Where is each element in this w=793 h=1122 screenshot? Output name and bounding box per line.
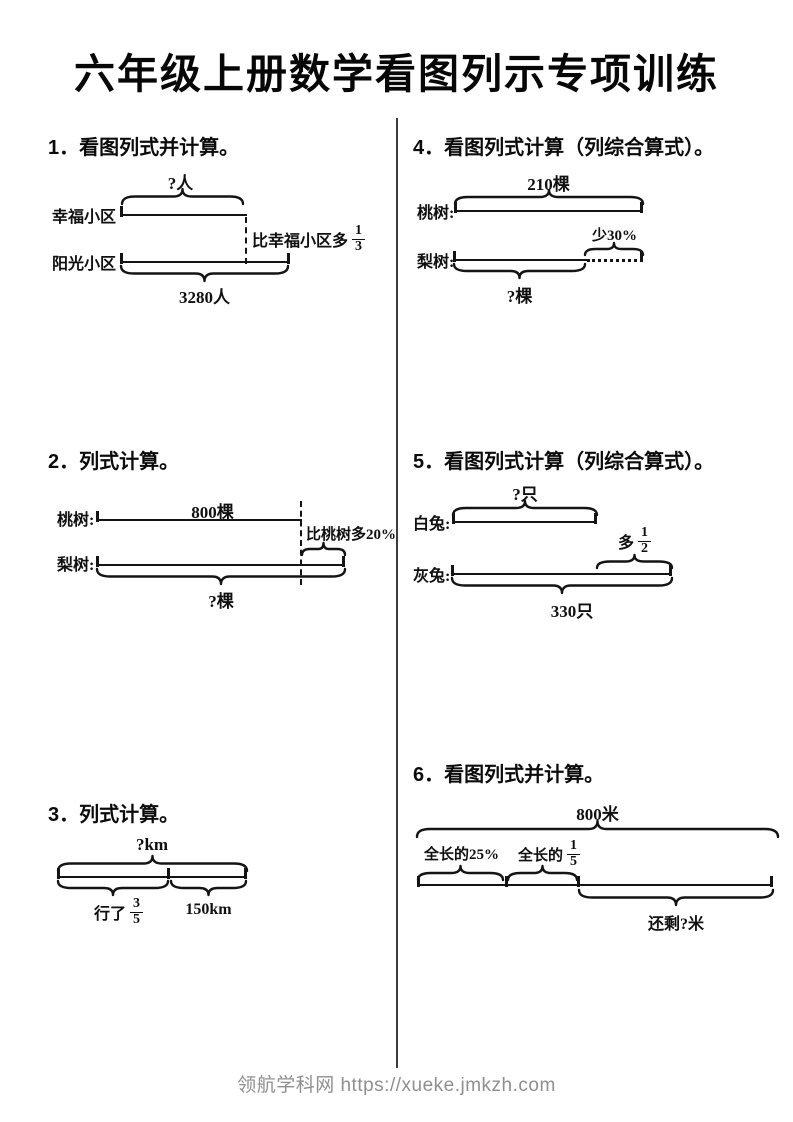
p3-left-fraction: 3 5 — [130, 896, 144, 927]
p4-extra-label: 少30% — [592, 228, 638, 244]
p2-row2-bar — [96, 556, 345, 567]
p5-row1-bar — [452, 513, 597, 524]
p4-row2-bar-dotted — [587, 251, 643, 262]
p2-bottom-brace — [95, 567, 347, 586]
p2-extra-brace — [300, 541, 347, 557]
p1-dashed-line — [245, 217, 247, 264]
p6-seg1-label: 全长的25% — [424, 847, 500, 863]
p2-extra-label: 比桃树多20% — [306, 527, 397, 543]
p6-bar-divider-tick-2 — [577, 876, 580, 887]
problem-3-heading: 3．列式计算。 — [48, 804, 180, 826]
p6-seg2-fraction: 1 5 — [567, 838, 581, 869]
p6-seg2-label-text: 全长的 — [518, 847, 564, 864]
p2-row1-label: 桃树: — [57, 512, 95, 529]
p5-bottom-label: 330只 — [550, 602, 594, 621]
page-title: 六年级上册数学看图列示专项训练 — [74, 51, 719, 97]
p2-row1-bar — [96, 511, 302, 522]
p4-top-brace — [453, 188, 645, 206]
column-divider — [396, 118, 398, 1068]
p3-left-label: 行了 3 5 — [94, 896, 144, 927]
p4-row1-bar — [454, 202, 643, 213]
problem-1-heading: 1．看图列式并计算。 — [48, 137, 240, 159]
p6-bar — [417, 876, 773, 887]
p5-row2-bar — [451, 565, 672, 576]
p3-bar-divider-tick — [167, 868, 170, 879]
problem-4-heading: 4．看图列式计算（列综合算式）。 — [413, 137, 715, 159]
p6-seg2-brace — [506, 864, 579, 882]
p1-row1-label: 幸福小区 — [52, 209, 117, 226]
p6-bottom-brace — [577, 888, 775, 907]
p5-row2-label: 灰兔: — [413, 568, 451, 585]
p1-bottom-brace — [119, 264, 290, 283]
p1-right-label-text: 比幸福小区多 — [252, 233, 349, 251]
p4-bottom-label: ?棵 — [506, 287, 533, 306]
p3-left-brace — [56, 879, 170, 897]
problem-5-heading: 5．看图列式计算（列综合算式）。 — [413, 451, 715, 473]
p4-row1-label: 桃树: — [417, 205, 455, 222]
p2-bottom-label: ?棵 — [208, 592, 234, 611]
p1-bottom-label: 3280人 — [179, 288, 230, 307]
p5-bottom-brace — [450, 576, 674, 595]
p3-left-label-text: 行了 — [94, 906, 127, 924]
p6-top-label: 800米 — [576, 805, 619, 824]
p4-extra-brace — [583, 241, 645, 257]
p1-row2-bar — [120, 253, 290, 264]
p1-top-label: ?人 — [167, 174, 194, 193]
p5-top-brace — [451, 499, 599, 517]
p4-row2-label: 梨树: — [417, 254, 455, 271]
p2-dashed-line — [300, 501, 302, 585]
p6-bottom-label: 还剩?米 — [647, 916, 704, 933]
p4-top-label: 210棵 — [527, 175, 570, 194]
p3-right-label: 150km — [185, 901, 232, 918]
p5-extra-fraction: 1 2 — [638, 525, 652, 556]
p5-row1-label: 白兔: — [413, 516, 451, 533]
p3-right-brace — [169, 879, 248, 897]
p2-row1-value: 800棵 — [191, 503, 234, 522]
p1-right-fraction: 1 3 — [352, 223, 366, 254]
p1-row1-bar — [120, 206, 247, 217]
footer-watermark: 领航学科网 https://xueke.jmkzh.com — [237, 1075, 556, 1096]
p6-seg2-label: 全长的 1 5 — [518, 838, 581, 869]
problem-6-heading: 6．看图列式并计算。 — [413, 764, 605, 786]
p5-extra-brace — [595, 553, 674, 570]
p5-extra-label-text: 多 — [618, 535, 635, 553]
p4-row2-bar-solid — [453, 251, 587, 262]
p1-right-label: 比幸福小区多 1 3 — [252, 223, 366, 254]
p1-top-brace — [120, 187, 245, 206]
p1-row2-label: 阳光小区 — [52, 256, 117, 273]
p5-top-label: ?只 — [512, 485, 538, 504]
p2-row2-label: 梨树: — [57, 557, 95, 574]
problem-2-heading: 2．列式计算。 — [48, 451, 180, 473]
p3-top-label: ?km — [135, 835, 169, 854]
p4-bottom-brace — [452, 262, 587, 280]
p6-top-brace — [415, 819, 780, 839]
p5-extra-label: 多 1 2 — [618, 525, 652, 556]
p3-top-brace — [56, 854, 249, 873]
p6-seg1-brace — [416, 864, 505, 882]
p3-bar — [57, 868, 247, 879]
p6-bar-divider-tick-1 — [505, 876, 508, 887]
